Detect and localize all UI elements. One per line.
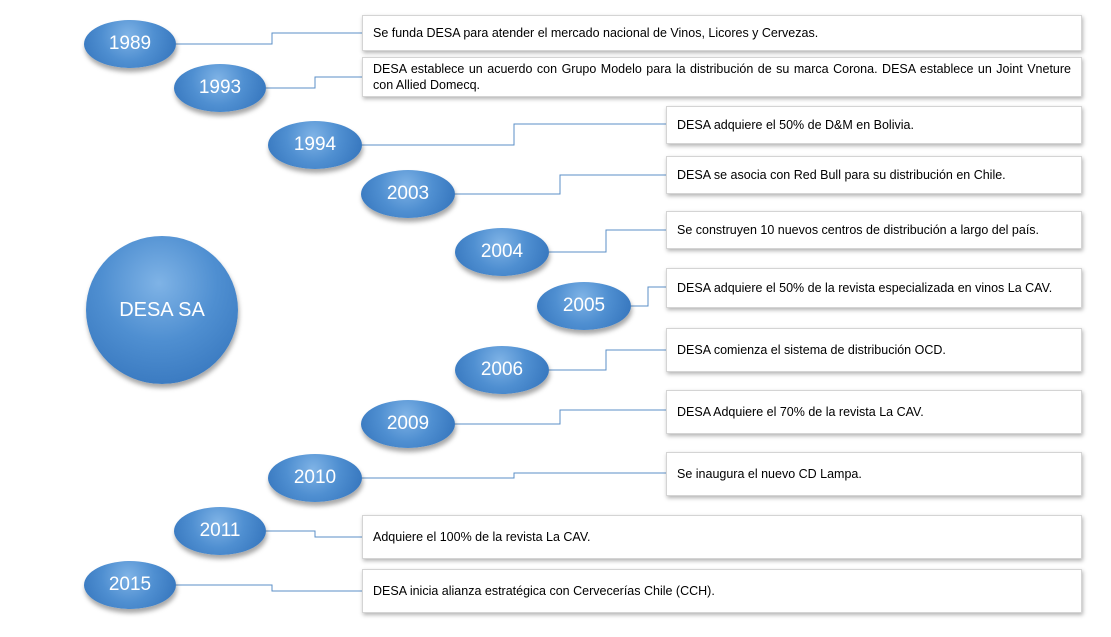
year-circle-2005: 2005 <box>537 282 631 330</box>
event-box-1989: Se funda DESA para atender el mercado na… <box>362 15 1082 51</box>
connector-2006 <box>549 349 666 371</box>
event-text: DESA adquiere el 50% de la revista espec… <box>677 281 1053 295</box>
year-circle-1993: 1993 <box>174 64 266 112</box>
event-box-1993: DESA establece un acuerdo con Grupo Mode… <box>362 57 1082 97</box>
event-text: Se construyen 10 nuevos centros de distr… <box>677 223 1040 237</box>
event-text: DESA comienza el sistema de distribución… <box>677 343 946 357</box>
year-label: 1993 <box>198 77 242 98</box>
year-circle-2009: 2009 <box>361 400 455 448</box>
event-box-1994: DESA adquiere el 50% de D&M en Bolivia. <box>666 106 1082 144</box>
company-circle: DESA SA <box>86 236 238 384</box>
year-label: 2015 <box>108 574 152 595</box>
year-label: 2010 <box>293 467 337 488</box>
event-box-2003: DESA se asocia con Red Bull para su dist… <box>666 156 1082 194</box>
connector-2015 <box>176 584 362 592</box>
event-text: DESA se asocia con Red Bull para su dist… <box>677 168 1006 182</box>
event-box-2004: Se construyen 10 nuevos centros de distr… <box>666 211 1082 249</box>
year-circle-1994: 1994 <box>268 121 362 169</box>
connector-1994 <box>362 123 666 146</box>
event-text: DESA inicia alianza estratégica con Cerv… <box>373 584 715 598</box>
event-text: Adquiere el 100% de la revista La CAV. <box>373 530 591 544</box>
year-circle-2011: 2011 <box>174 507 266 555</box>
year-label: 1994 <box>293 134 337 155</box>
event-box-2009: DESA Adquiere el 70% de la revista La CA… <box>666 390 1082 434</box>
year-circle-1989: 1989 <box>84 20 176 68</box>
connector-2011 <box>266 530 362 538</box>
year-label: 2009 <box>386 413 430 434</box>
company-label: DESA SA <box>119 298 205 321</box>
year-circle-2003: 2003 <box>361 170 455 218</box>
event-text: Se inaugura el nuevo CD Lampa. <box>677 467 862 481</box>
event-box-2005: DESA adquiere el 50% de la revista espec… <box>666 268 1082 308</box>
year-label: 2011 <box>199 520 241 541</box>
year-circle-2004: 2004 <box>455 228 549 276</box>
connector-1989 <box>176 32 362 45</box>
event-text: DESA establece un acuerdo con Grupo Mode… <box>373 62 1071 92</box>
year-circle-2010: 2010 <box>268 454 362 502</box>
connector-2003 <box>455 174 666 195</box>
year-label: 1989 <box>108 33 152 54</box>
year-label: 2004 <box>480 241 524 262</box>
connector-1993 <box>266 76 362 89</box>
event-text: DESA adquiere el 50% de D&M en Bolivia. <box>677 118 914 132</box>
year-circle-2015: 2015 <box>84 561 176 609</box>
year-circle-2006: 2006 <box>455 346 549 394</box>
event-text: Se funda DESA para atender el mercado na… <box>373 26 819 40</box>
event-box-2011: Adquiere el 100% de la revista La CAV. <box>362 515 1082 559</box>
connector-2010 <box>362 472 666 479</box>
event-box-2010: Se inaugura el nuevo CD Lampa. <box>666 452 1082 496</box>
connector-2005 <box>631 286 666 307</box>
year-label: 2006 <box>480 359 524 380</box>
connector-2009 <box>455 409 666 425</box>
event-box-2015: DESA inicia alianza estratégica con Cerv… <box>362 569 1082 613</box>
connector-2004 <box>549 229 666 253</box>
year-label: 2003 <box>386 183 430 204</box>
year-label: 2005 <box>562 295 606 316</box>
event-text: DESA Adquiere el 70% de la revista La CA… <box>677 405 924 419</box>
event-box-2006: DESA comienza el sistema de distribución… <box>666 328 1082 372</box>
